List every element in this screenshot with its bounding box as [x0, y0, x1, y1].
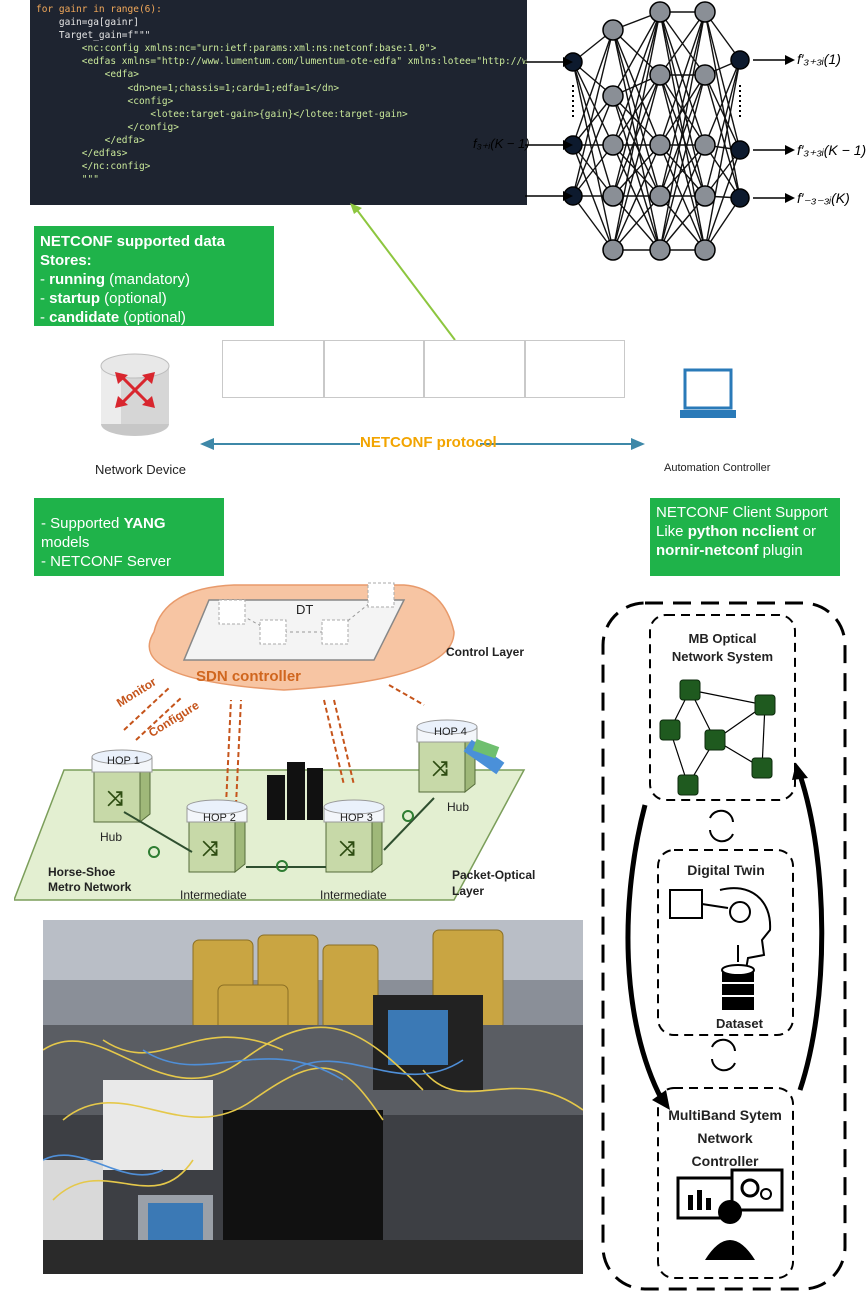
- dt-label: DT: [296, 602, 314, 617]
- lab-testbed-photo: [43, 920, 583, 1274]
- code-line: <lotee:target-gain>{gain}</lotee:target-…: [36, 108, 408, 120]
- hop1-label: HOP 1: [107, 755, 140, 767]
- datastores-title: NETCONF supported data Stores:: [40, 233, 226, 269]
- svg-text:⤨: ⤨: [107, 788, 123, 810]
- nn-node: [649, 239, 671, 261]
- hub-label-left: Hub: [100, 830, 123, 844]
- code-line: <nc:config xmlns:nc="urn:ietf:params:xml…: [36, 43, 437, 55]
- config-xml-segment: Config Coded in XML: [525, 340, 625, 398]
- multiband-controller-title: MultiBand Sytem Network Controller: [668, 1107, 782, 1169]
- code-line: <edfas xmlns="http://www.lumentum.com/lu…: [81, 56, 527, 68]
- netconf-client-box: NETCONF Client Support Like python nccli…: [650, 498, 840, 576]
- hop3-label: HOP 3: [340, 812, 373, 824]
- laptop-icon: [680, 368, 736, 418]
- code-line: for gainr in range(6):: [36, 4, 162, 15]
- netconf-protocol-label: NETCONF protocol: [360, 434, 497, 451]
- neural-network-diagram: f₃₊ᵢ(K − 1) f′₃₊₃ᵢ(1) f′₃₊₃ᵢ(K − 1) f′₋₃…: [473, 1, 866, 261]
- netconf-server-box: - Supported YANG models - NETCONF Server: [34, 498, 224, 576]
- ssh-segment: SSH: [324, 340, 424, 398]
- nn-node: [694, 64, 716, 86]
- server-line: - NETCONF Server: [41, 553, 172, 570]
- sdn-network-diagram: ⤨ ⤨ ⤨ ⤨: [14, 582, 526, 901]
- nn-node: [730, 140, 750, 160]
- code-line: <edfa>: [36, 69, 139, 81]
- tcp-ip-segment: TCP/IP (TCP Port 830): [222, 340, 324, 398]
- nn-node: [694, 185, 716, 207]
- automation-controller-label: Automation Controller: [664, 462, 771, 474]
- building-icon: [267, 762, 323, 820]
- dataset-label: Dataset: [716, 1016, 763, 1031]
- hop2-node: ⤨: [186, 799, 248, 874]
- hop3-node: ⤨: [323, 799, 385, 874]
- code-snippet: for gainr in range(6): gain=ga[gainr] Ta…: [30, 0, 527, 205]
- nn-node: [602, 85, 624, 107]
- rpc-to-code-arrow: [350, 203, 456, 341]
- rpc-segment: RPC commands: [424, 340, 525, 398]
- xml-label: XML: [586, 369, 619, 386]
- svg-text:⤨: ⤨: [202, 838, 218, 860]
- network-device-icon: [100, 353, 170, 436]
- network-device-label: Network Device: [95, 462, 187, 477]
- hop2-label: HOP 2: [203, 812, 236, 824]
- protocol-row: [100, 353, 736, 455]
- config-coded-label: Coded in: [531, 370, 587, 385]
- svg-text:⤨: ⤨: [339, 838, 355, 860]
- code-line: <config>: [36, 95, 174, 107]
- datastores-box: NETCONF supported data Stores: - running…: [34, 226, 274, 326]
- datastore-item: - candidate (optional): [40, 309, 186, 326]
- control-layer-label: Control Layer: [446, 645, 525, 659]
- client-line: NETCONF Client Support: [656, 504, 828, 521]
- nn-node: [730, 50, 750, 70]
- nn-node: [602, 239, 624, 261]
- hop4-node: ⤨: [416, 719, 478, 794]
- dataset-icon: [721, 945, 755, 1010]
- code-line: """: [36, 174, 99, 186]
- intermediate-label-2: Intermediate: [320, 888, 387, 902]
- code-line: </edfas>: [36, 148, 128, 160]
- output-label-3: f′₋₃₋₃ᵢ(K): [797, 190, 850, 206]
- input-label-2: f₃₊ᵢ(K − 1): [473, 136, 530, 151]
- mb-optical-system-title: MB Optical Network System: [671, 631, 774, 664]
- code-line: <dn>ne=1;chassis=1;card=1;edfa=1</dn>: [36, 82, 340, 94]
- datastore-item: - startup (optional): [40, 290, 167, 307]
- nn-node: [694, 239, 716, 261]
- ai-head-icon: [669, 887, 772, 976]
- hop4-label: HOP 4: [434, 726, 467, 738]
- output-label-1: f′₃₊₃ᵢ(1): [797, 51, 841, 67]
- network-controller-icon: [676, 1168, 784, 1260]
- transceiver-icon: [463, 738, 505, 775]
- code-line: gain=ga[gainr]: [36, 17, 139, 29]
- svg-text:⤨: ⤨: [432, 758, 448, 780]
- nn-node: [602, 134, 624, 156]
- nn-node: [602, 19, 624, 41]
- digital-twin-panel: [601, 601, 847, 1291]
- config-label: Config: [556, 353, 594, 368]
- nn-node: [694, 1, 716, 23]
- nn-node: [649, 134, 671, 156]
- code-line: </config>: [36, 121, 180, 133]
- packet-optical-layer-label: Packet-Optical Layer: [452, 868, 536, 898]
- nn-node: [649, 1, 671, 23]
- code-line: Target_gain=f""": [36, 30, 151, 42]
- code-line: </nc:config>: [36, 161, 151, 173]
- output-label-2: f′₃₊₃ᵢ(K − 1): [797, 142, 866, 158]
- code-line: </edfa>: [36, 134, 145, 146]
- nn-node: [694, 134, 716, 156]
- nn-node: [730, 188, 750, 208]
- datastore-item: - running (mandatory): [40, 271, 191, 288]
- nn-node: [649, 185, 671, 207]
- sdn-controller-label: SDN controller: [196, 668, 302, 685]
- nn-node: [649, 64, 671, 86]
- intermediate-label-1: Intermediate: [180, 888, 247, 902]
- metro-network-label: Horse-Shoe Metro Network: [48, 865, 132, 894]
- hub-label-right: Hub: [447, 800, 470, 814]
- nn-node: [602, 185, 624, 207]
- digital-twin-title: Digital Twin: [687, 862, 765, 878]
- hop1-node: ⤨: [91, 749, 153, 824]
